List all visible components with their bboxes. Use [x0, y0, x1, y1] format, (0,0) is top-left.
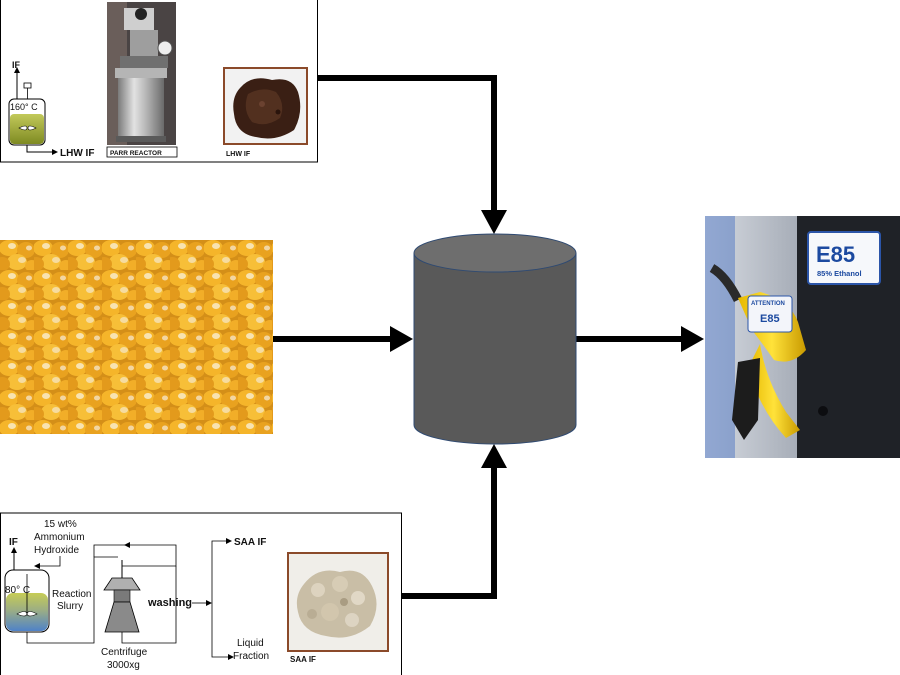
saa-sample-caption: SAA IF [290, 655, 316, 664]
saa-solid-output: SAA IF [234, 537, 266, 548]
arrow-lhw-to-tank [318, 75, 497, 212]
e85-brand: E85 [816, 242, 855, 267]
lhw-panel: IF 160° C LHW IF PARR REACTOR [0, 0, 318, 163]
reactor-caption: PARR REACTOR [110, 150, 162, 157]
parr-reactor-photo [107, 2, 176, 145]
lhw-sample-photo [223, 67, 308, 145]
nozzle-tag-title: ATTENTION [751, 301, 785, 307]
centrifuge-line-2: 3000xg [107, 660, 140, 671]
saa-sample-photo [287, 552, 389, 652]
reagent-line-2: Ammonium [34, 532, 85, 543]
reagent-line-1: 15 wt% [44, 519, 77, 530]
saa-panel: IF 80° C 15 wt% Ammonium Hydroxide React… [0, 512, 402, 675]
lhw-temperature: 160° C [10, 102, 38, 112]
reactor-caption-box [106, 146, 178, 158]
flow-arrows [273, 75, 704, 599]
fermentation-tank [413, 233, 577, 445]
slurry-line-1: Reaction [52, 589, 91, 600]
lhw-sample-caption: LHW IF [226, 151, 251, 158]
e85-pump-photo: E85 85% Ethanol ATTENTION E85 [705, 216, 900, 458]
slurry-line-2: Slurry [57, 601, 83, 612]
washing-label: washing [147, 597, 192, 609]
lhw-output-label: LHW IF [60, 148, 94, 159]
centrifuge-line-1: Centrifuge [101, 647, 148, 658]
saa-vessel-icon: IF 80° C [4, 537, 50, 633]
reagent-line-3: Hydroxide [34, 545, 79, 556]
lhw-vessel-icon: IF 160° C LHW IF [8, 60, 94, 159]
lhw-stream-label: IF [12, 60, 21, 70]
saa-stream-label: IF [9, 537, 18, 548]
arrow-saa-to-tank [402, 466, 497, 599]
corn-photo [0, 240, 273, 434]
centrifuge-icon [103, 560, 141, 633]
saa-temperature: 80° C [5, 585, 30, 596]
nozzle-tag [747, 295, 793, 333]
liquid-line-2: Fraction [233, 651, 269, 662]
liquid-line-1: Liquid [237, 638, 264, 649]
tank-top [413, 233, 577, 273]
e85-sign [807, 231, 881, 285]
e85-subtitle: 85% Ethanol [817, 269, 862, 278]
nozzle-tag-code: E85 [760, 313, 780, 325]
